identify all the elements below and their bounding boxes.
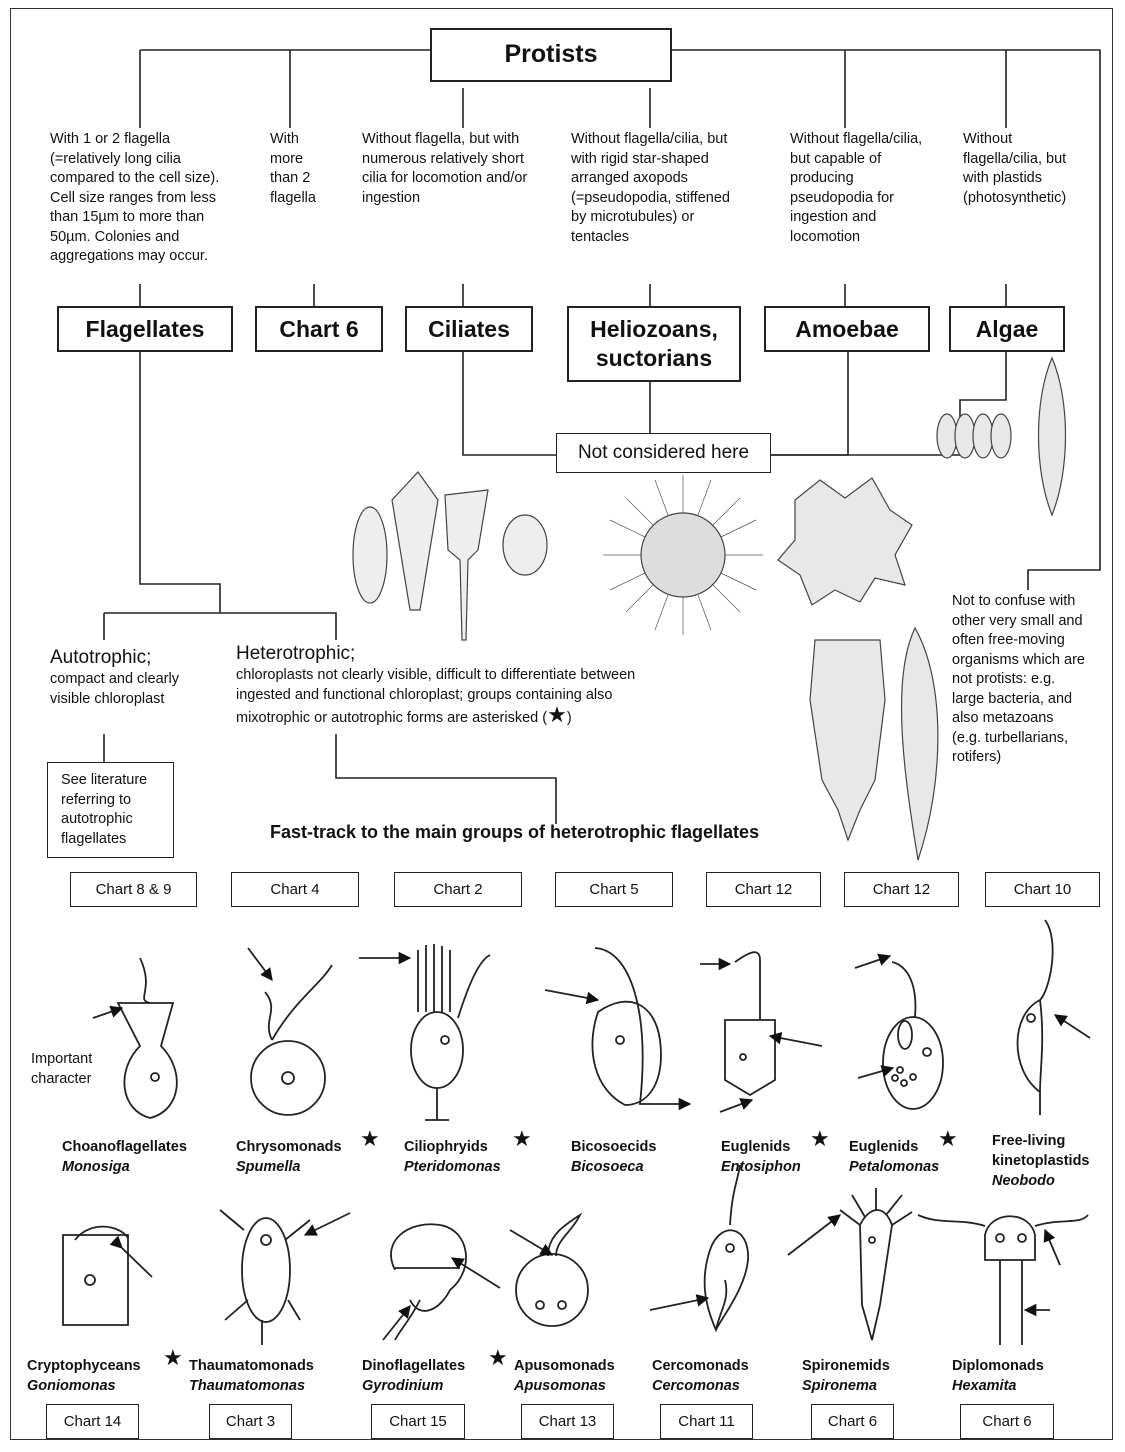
- category-algae: Algae: [949, 306, 1065, 352]
- star-icon: ★: [938, 1128, 958, 1150]
- description-axopods: Without flagella/cilia, but with rigid s…: [571, 130, 771, 247]
- category-flagellates: Flagellates: [57, 306, 233, 352]
- star-icon: ★: [810, 1128, 830, 1150]
- chart-link-15[interactable]: Chart 15: [371, 1404, 465, 1439]
- chart-link-12a[interactable]: Chart 12: [706, 872, 821, 907]
- row1-organisms: [93, 920, 1090, 1120]
- heterotrophic-heading: Heterotrophic;: [236, 642, 706, 666]
- algae-illustrations: [937, 358, 1066, 515]
- star-icon: ★: [512, 1128, 532, 1150]
- heterotrophic-text: chloroplasts not clearly visible, diffic…: [236, 667, 635, 726]
- chart-link-14[interactable]: Chart 14: [46, 1404, 139, 1439]
- star-icon: ★: [163, 1347, 183, 1369]
- autotrophic-text: compact and clearly visible chloroplast: [50, 670, 230, 709]
- category-ciliates: Ciliates: [405, 306, 533, 352]
- chart-link-13[interactable]: Chart 13: [521, 1404, 614, 1439]
- star-icon: ★: [547, 702, 567, 727]
- chart-link-6a[interactable]: Chart 6: [811, 1404, 894, 1439]
- metazoan-illustrations: [810, 628, 938, 860]
- star-icon: ★: [360, 1128, 380, 1150]
- category-chart-6: Chart 6: [255, 306, 383, 352]
- chart-link-6b[interactable]: Chart 6: [960, 1404, 1054, 1439]
- chart-link-12b[interactable]: Chart 12: [844, 872, 959, 907]
- chart-link-4[interactable]: Chart 4: [231, 872, 359, 907]
- heliozoan-illustration: [603, 475, 763, 635]
- heterotrophic-block: Heterotrophic; chloroplasts not clearly …: [236, 642, 706, 729]
- root-protists-box: Protists: [430, 28, 672, 82]
- heterotrophic-text-line: chloroplasts not clearly visible, diffic…: [236, 666, 706, 729]
- description-pseudopodia: Without flagella/cilia, but capable of p…: [790, 130, 960, 247]
- row2-organisms: [63, 1165, 1088, 1345]
- description-cilia: Without flagella, but with numerous rela…: [362, 130, 562, 208]
- heterotrophic-close: ): [567, 710, 572, 726]
- category-heliozoans: Heliozoans, suctorians: [567, 306, 741, 382]
- root-label: Protists: [504, 39, 597, 70]
- chart-link-11[interactable]: Chart 11: [660, 1404, 753, 1439]
- chart-link-8-9[interactable]: Chart 8 & 9: [70, 872, 197, 907]
- confuse-note: Not to confuse with other very small and…: [952, 592, 1107, 768]
- important-character-label: Important character: [31, 1050, 111, 1089]
- category-amoebae: Amoebae: [764, 306, 930, 352]
- chart-link-2[interactable]: Chart 2: [394, 872, 522, 907]
- chart-link-3[interactable]: Chart 3: [209, 1404, 292, 1439]
- not-considered-box: Not considered here: [556, 433, 771, 473]
- amoeba-illustration: [778, 478, 912, 605]
- ciliate-illustrations: [353, 472, 547, 640]
- chart-link-5[interactable]: Chart 5: [555, 872, 673, 907]
- autotrophic-block: Autotrophic; compact and clearly visible…: [50, 646, 230, 709]
- fast-track-title: Fast-track to the main groups of heterot…: [270, 822, 759, 843]
- star-icon: ★: [488, 1347, 508, 1369]
- description-more-flagella: With more than 2 flagella: [270, 130, 350, 208]
- literature-box: See literature referring to autotrophic …: [47, 762, 174, 858]
- description-plastids: Without flagella/cilia, but with plastid…: [963, 130, 1103, 208]
- chart-link-10[interactable]: Chart 10: [985, 872, 1100, 907]
- description-flagella: With 1 or 2 flagella (=relatively long c…: [50, 130, 270, 267]
- autotrophic-heading: Autotrophic;: [50, 646, 230, 670]
